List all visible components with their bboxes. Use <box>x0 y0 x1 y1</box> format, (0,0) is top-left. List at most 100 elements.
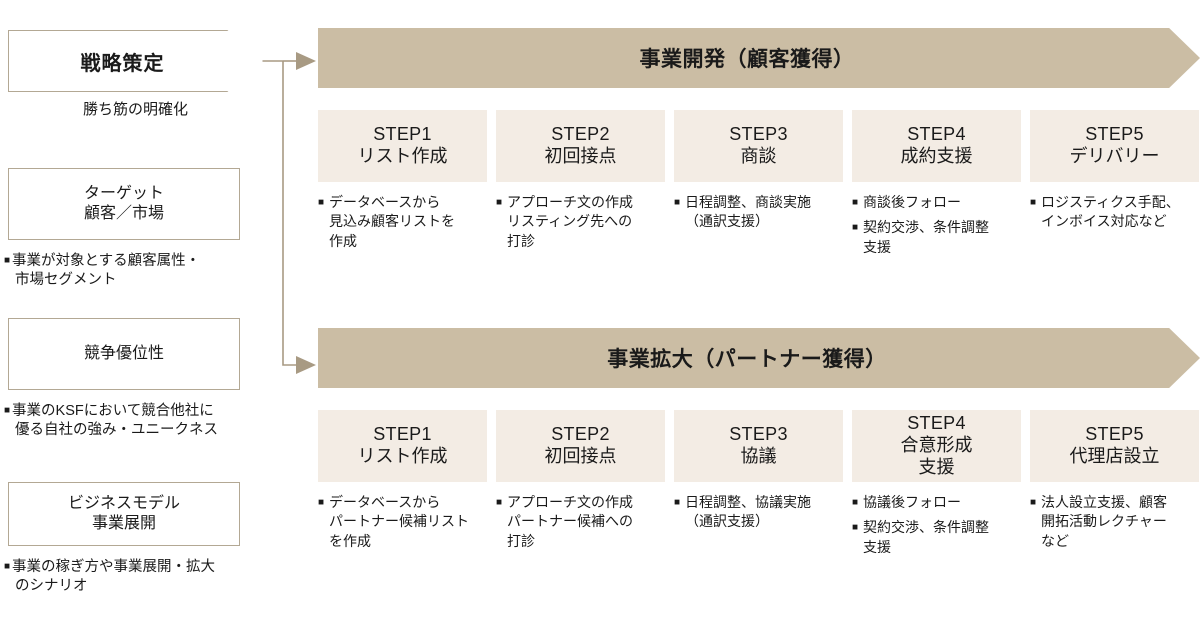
step-name-line1: 初回接点 <box>544 446 617 466</box>
note-line: 日程調整、協議実施 <box>685 494 811 510</box>
note-line: （通訳支援） <box>685 213 769 230</box>
step-name-line1: デリバリー <box>1069 146 1160 166</box>
left-strategy-column: 戦略策定 勝ち筋の明確化 ターゲット 顧客／市場 ■事業が対象とする顧客属性・ … <box>0 0 300 630</box>
bullet-icon: ■ <box>674 197 681 208</box>
step-number: STEP4 <box>907 413 966 434</box>
bullet-icon: ■ <box>4 561 11 572</box>
step-notes: ■データベースからパートナー候補リストを作成 <box>318 493 487 551</box>
left-box-target-customer: ターゲット 顧客／市場 <box>8 168 240 240</box>
note-line: インボイス対応など <box>1041 213 1167 230</box>
bullet-icon: ■ <box>318 197 325 208</box>
note-item: ■法人設立支援、顧客開拓活動レクチャーなど <box>1030 493 1199 551</box>
step-notes: ■法人設立支援、顧客開拓活動レクチャーなど <box>1030 493 1199 551</box>
step-number: STEP5 <box>1085 424 1144 445</box>
note-line: データベースから <box>329 494 441 510</box>
step-notes: ■アプローチ文の作成パートナー候補への打診 <box>496 493 665 551</box>
step-number: STEP1 <box>373 424 432 445</box>
step-name-line2: 支援 <box>918 456 955 477</box>
left-box-model-line1: ビジネスモデル <box>67 495 180 512</box>
bullet-icon: ■ <box>1030 197 1037 208</box>
note-line: 法人設立支援、顧客 <box>1041 494 1167 510</box>
note-line: アプローチ文の作成 <box>507 194 633 210</box>
note-line: 協議後フォロー <box>863 494 961 510</box>
note-line: 打診 <box>507 232 535 249</box>
left-note-target-line2: 市場セグメント <box>15 272 117 289</box>
bullet-icon: ■ <box>852 522 859 534</box>
left-note-target-line1: 事業が対象とする顧客属性・ <box>12 253 201 269</box>
step-number: STEP4 <box>907 124 966 145</box>
banner-title: 事業拡大（パートナー獲得） <box>607 348 887 371</box>
step-notes: ■日程調整、協議実施（通訳支援） <box>674 493 843 532</box>
bullet-icon: ■ <box>4 405 11 416</box>
note-line: 見込み顧客リストを <box>329 213 455 230</box>
banner-title: 事業開発（顧客獲得） <box>639 48 855 71</box>
note-line: データベースから <box>329 194 441 210</box>
step-number: STEP2 <box>551 124 610 145</box>
step-number: STEP5 <box>1085 124 1144 145</box>
strategy-subtitle: 勝ち筋の明確化 <box>82 101 188 118</box>
bullet-icon: ■ <box>4 255 11 266</box>
step-name-line1: リスト作成 <box>357 146 448 166</box>
step-notes: ■ 日程調整、商談実施 （通訳支援） <box>674 193 843 232</box>
note-item: ■ 日程調整、商談実施 （通訳支援） <box>674 193 843 232</box>
note-line: （通訳支援） <box>685 513 769 530</box>
note-item: ■データベースからパートナー候補リストを作成 <box>318 493 487 551</box>
note-line: 契約交渉、条件調整 <box>863 519 989 536</box>
step-notes: ■協議後フォロー ■ 契約交渉、条件調整支援 <box>852 493 1021 557</box>
step-notes: ■商談後フォロー ■ 契約交渉、条件調整支援 <box>852 193 1021 257</box>
step-notes: ■ロジスティクス手配、インボイス対応など <box>1030 193 1199 232</box>
note-item: ■商談後フォロー <box>852 193 1021 212</box>
note-item: ■日程調整、協議実施（通訳支援） <box>674 493 843 532</box>
left-box-target-line2: 顧客／市場 <box>83 205 164 222</box>
note-item: ■協議後フォロー <box>852 493 1021 512</box>
bullet-icon: ■ <box>496 197 503 208</box>
step-name-line1: 協議 <box>740 446 777 466</box>
left-box-business-model: ビジネスモデル 事業展開 <box>8 482 240 546</box>
note-line: 支援 <box>863 238 891 255</box>
note-line: 日程調整、商談実施 <box>685 194 811 210</box>
strategy-chevron-label: 戦略策定 <box>80 52 165 75</box>
left-box-model-line2: 事業展開 <box>91 515 156 532</box>
step-number: STEP2 <box>551 424 610 445</box>
note-line: 開拓活動レクチャー <box>1041 513 1167 530</box>
note-line: 契約交渉、条件調整 <box>863 219 989 236</box>
step-name-line1: リスト作成 <box>357 446 448 466</box>
strategy-chevron-box: 戦略策定 <box>8 30 263 92</box>
note-line: リスティング先への <box>507 213 633 230</box>
note-line: 支援 <box>863 538 891 555</box>
step-name-line1: 合意形成 <box>900 435 973 456</box>
step-notes: ■データベースから見込み顧客リストを作成 <box>318 193 487 251</box>
bullet-icon: ■ <box>1030 497 1037 508</box>
bullet-icon: ■ <box>496 497 503 508</box>
bullet-icon: ■ <box>852 222 859 234</box>
left-note-competitive-advantage: ■事業のKSFにおいて競合他社に 優る自社の強み・ユニークネス <box>4 402 266 440</box>
note-line: パートナー候補リスト <box>329 513 469 530</box>
left-note-model-line1: 事業の稼ぎ方や事業展開・拡大 <box>12 559 216 575</box>
note-item: ■ アプローチ文の作成リスティング先への打診 <box>496 193 665 251</box>
left-box-competitive-advantage: 競争優位性 <box>8 318 240 390</box>
note-line: 打診 <box>507 532 535 549</box>
banner-business-expansion: 事業拡大（パートナー獲得） <box>318 328 1200 388</box>
left-box-target-line1: ターゲット <box>83 185 164 202</box>
left-note-model-line2: のシナリオ <box>15 578 88 595</box>
